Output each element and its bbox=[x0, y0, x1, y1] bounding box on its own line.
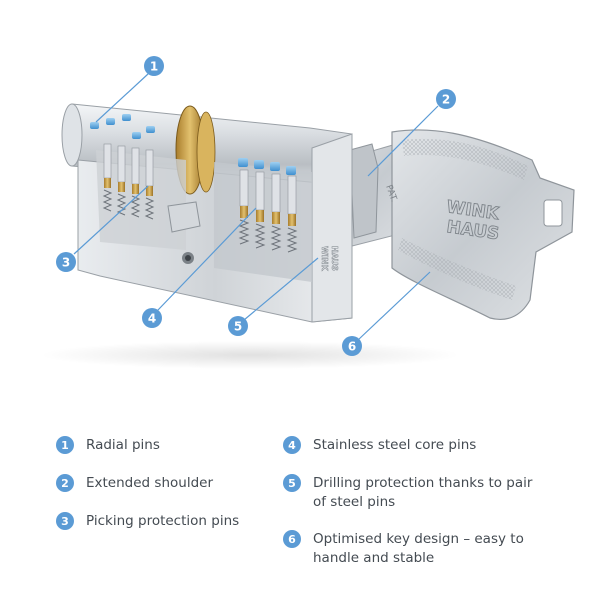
svg-text:1: 1 bbox=[150, 60, 158, 74]
callout-badge-4: 4 bbox=[142, 308, 162, 328]
left-pin-stack bbox=[90, 114, 155, 220]
leader-line-6 bbox=[357, 271, 431, 341]
body-brand-line1: WINK bbox=[320, 246, 329, 271]
legend-badge-1: 1 bbox=[56, 436, 74, 454]
legend-badge-2: 2 bbox=[56, 474, 74, 492]
legend-item-2: 2 Extended shoulder bbox=[56, 474, 213, 493]
leader-line-2 bbox=[367, 105, 439, 177]
svg-text:2: 2 bbox=[442, 93, 450, 107]
legend-label-1: Radial pins bbox=[86, 437, 160, 453]
callout-badge-3: 3 bbox=[56, 252, 76, 272]
legend-label-2: Extended shoulder bbox=[86, 475, 213, 491]
legend: 1 Radial pins 2 Extended shoulder 3 Pick… bbox=[0, 428, 600, 588]
legend-item-4: 4 Stainless steel core pins bbox=[283, 436, 476, 455]
legend-badge-3: 3 bbox=[56, 512, 74, 530]
leader-lines bbox=[73, 73, 439, 341]
legend-label-3: Picking protection pins bbox=[86, 513, 240, 529]
callout-badge-6: 6 bbox=[342, 336, 362, 356]
lock-cylinder: WINK HAUS bbox=[61, 103, 353, 323]
right-pin-stack bbox=[238, 158, 298, 253]
callout-badge-5: 5 bbox=[228, 316, 248, 336]
leader-line-1 bbox=[95, 73, 149, 123]
leader-line-4 bbox=[157, 207, 257, 311]
legend-label-6: Optimised key design – easy to handle an… bbox=[313, 531, 524, 566]
legend-badge-6: 6 bbox=[283, 530, 301, 548]
legend-item-3: 3 Picking protection pins bbox=[56, 512, 239, 531]
body-brand-line2: HAUS bbox=[330, 246, 339, 271]
svg-text:3: 3 bbox=[62, 256, 70, 270]
leader-line-3 bbox=[73, 185, 149, 255]
legend-badge-4: 4 bbox=[283, 436, 301, 454]
lock-cylinder-illustration: WINK HAUS PAT. WINK HAUS bbox=[40, 56, 575, 369]
callout-badge-2: 2 bbox=[436, 89, 456, 109]
leader-line-5 bbox=[243, 257, 319, 321]
cylinder-shadow bbox=[40, 341, 460, 369]
legend-item-1: 1 Radial pins bbox=[56, 436, 160, 455]
legend-item-5: 5 Drilling protection thanks to pair of … bbox=[283, 474, 543, 512]
callout-badge-1: 1 bbox=[144, 56, 164, 76]
legend-label-4: Stainless steel core pins bbox=[313, 437, 477, 453]
svg-text:4: 4 bbox=[148, 312, 156, 326]
svg-text:6: 6 bbox=[348, 340, 356, 354]
legend-label-5: Drilling protection thanks to pair of st… bbox=[313, 475, 533, 510]
svg-text:5: 5 bbox=[234, 320, 242, 334]
legend-badge-5: 5 bbox=[283, 474, 301, 492]
legend-item-6: 6 Optimised key design – easy to handle … bbox=[283, 530, 543, 568]
